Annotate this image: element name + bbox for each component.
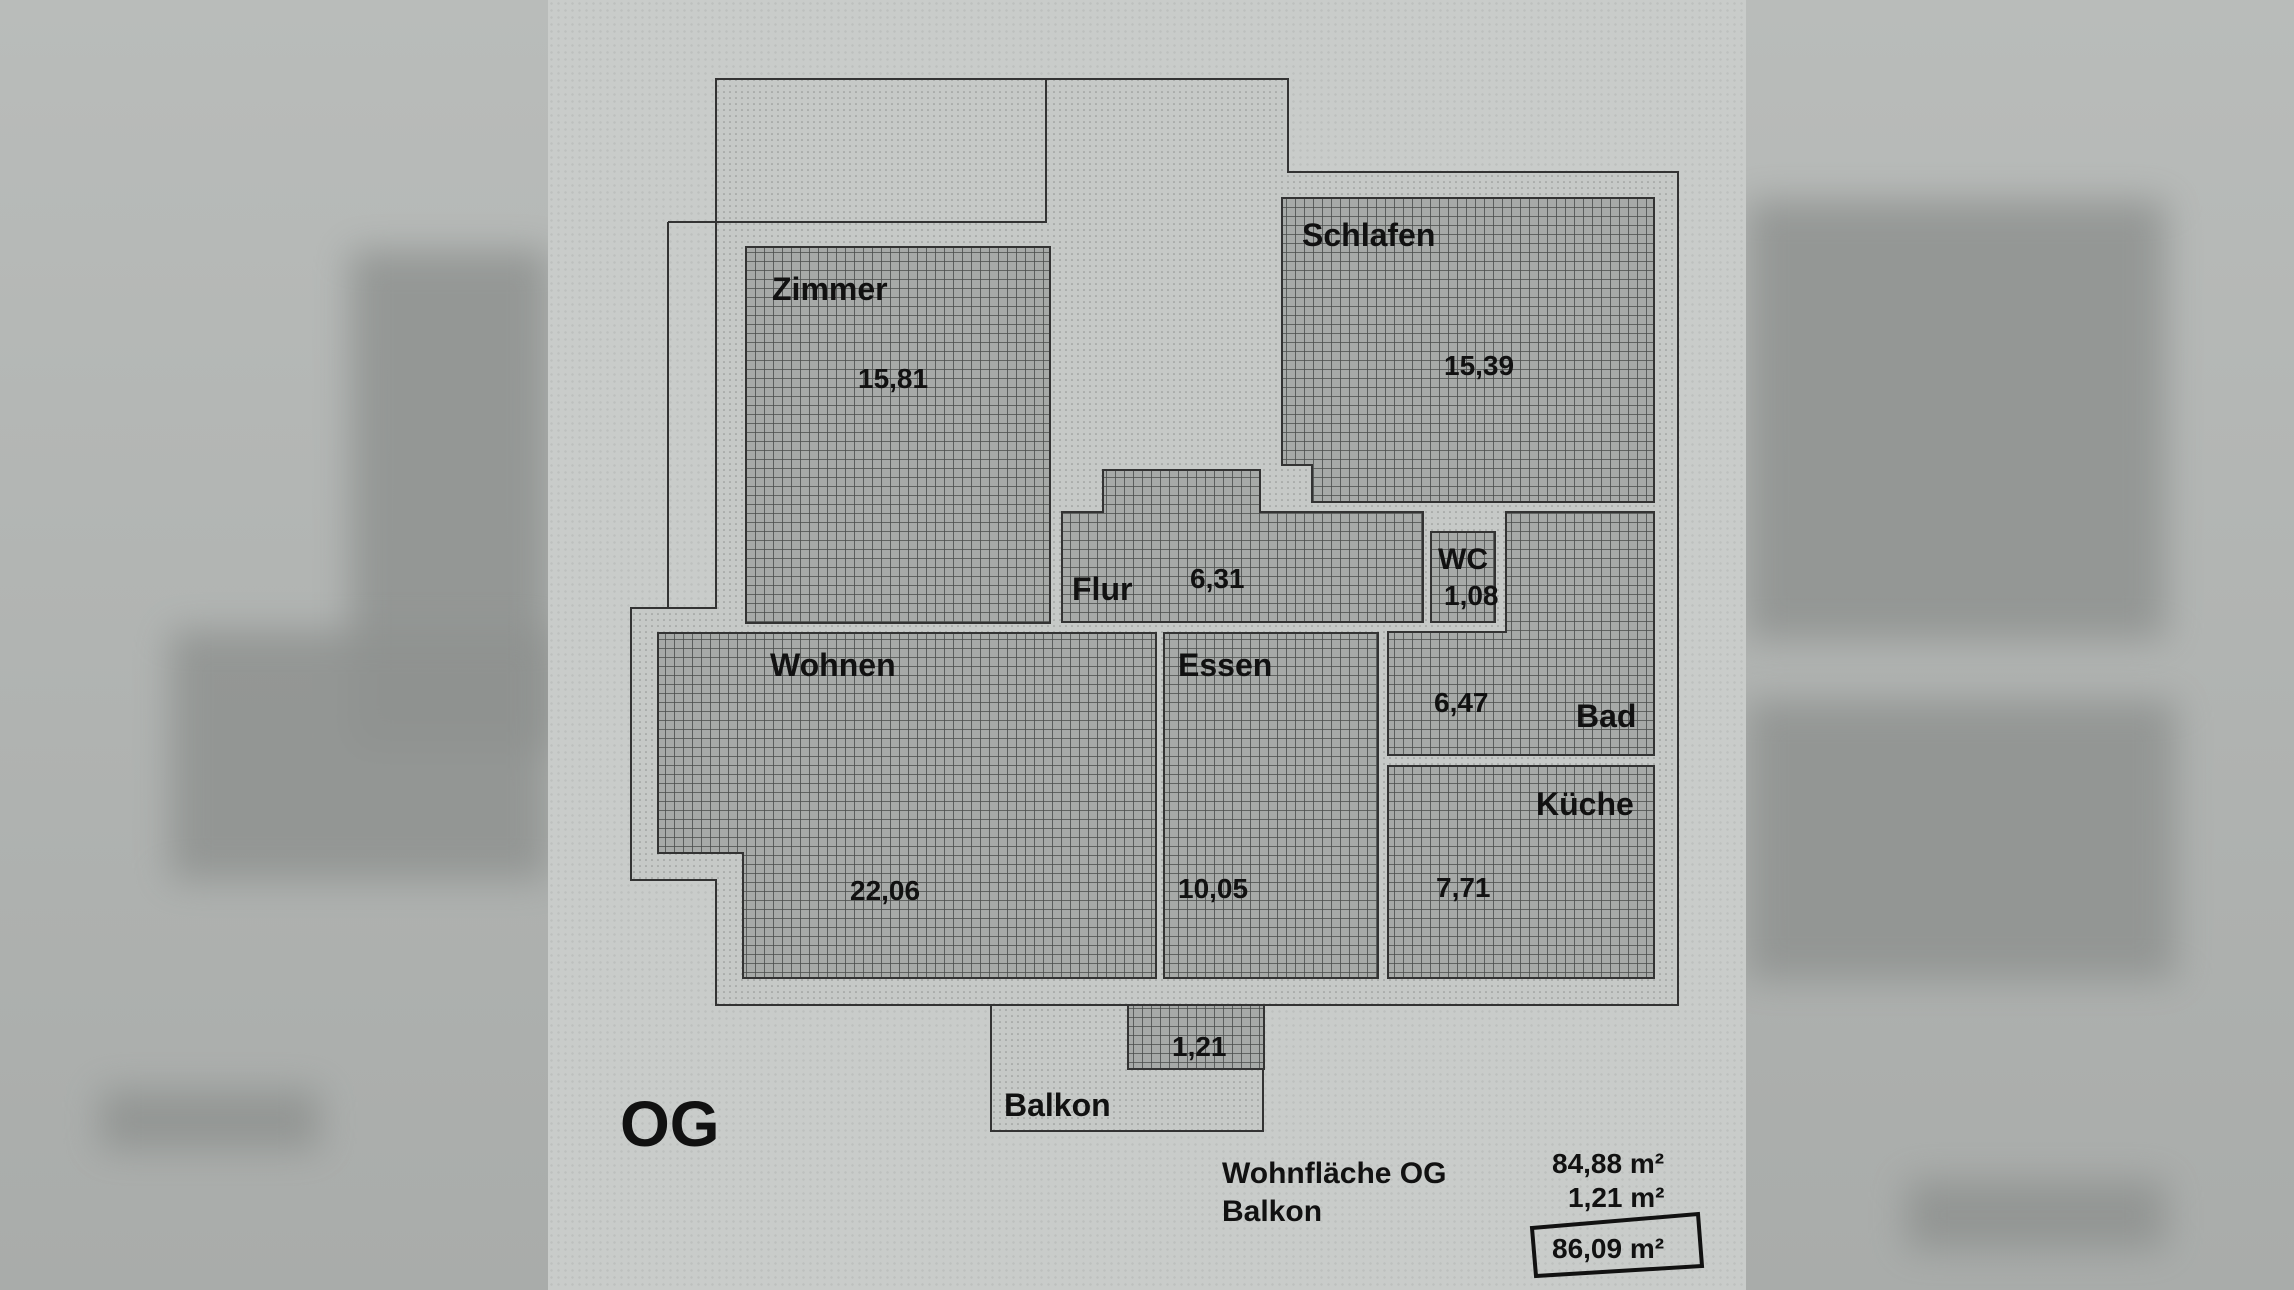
blurred-shape <box>1906 1180 2166 1250</box>
floor-plan: Zimmer 15,81 Schlafen 15,39 Flur 6,31 WC… <box>620 78 1705 1279</box>
room-bad <box>1387 511 1655 756</box>
blurred-background-left <box>0 0 550 1290</box>
room-flur <box>1061 469 1424 623</box>
room-kueche <box>1387 765 1655 979</box>
summary-wohnflaeche-label: Wohnfläche OG <box>1222 1157 1446 1190</box>
room-name-balkon: Balkon <box>1004 1087 1111 1123</box>
room-name-schlafen: Schlafen <box>1302 217 1435 253</box>
floor-plan-paper: Zimmer 15,81 Schlafen 15,39 Flur 6,31 WC… <box>548 0 1746 1290</box>
building-outline-upper-left <box>631 79 1047 609</box>
room-wc <box>1430 531 1496 623</box>
room-name-wohnen: Wohnen <box>770 647 896 683</box>
blurred-shape <box>1746 700 2176 980</box>
room-wohnen <box>657 632 1157 979</box>
room-balkon-hatch <box>1127 1004 1265 1070</box>
room-zimmer <box>745 246 1051 624</box>
blurred-shape <box>100 1090 320 1150</box>
room-area-schlafen: 15,39 <box>1444 350 1514 381</box>
summary-total-value: 86,09 m² <box>1552 1233 1664 1264</box>
room-area-kueche: 7,71 <box>1436 872 1491 903</box>
room-name-zimmer: Zimmer <box>772 271 888 307</box>
room-area-bad: 6,47 <box>1434 687 1489 718</box>
floor-label: OG <box>620 1088 720 1160</box>
room-area-zimmer: 15,81 <box>858 363 928 394</box>
room-essen <box>1163 632 1379 979</box>
summary-balkon-value: 1,21 m² <box>1568 1182 1665 1213</box>
summary-total-box <box>1529 1211 1705 1279</box>
blurred-shape <box>170 630 550 880</box>
room-name-essen: Essen <box>1178 647 1272 683</box>
room-name-flur: Flur <box>1072 571 1132 607</box>
summary-wohnflaeche-value: 84,88 m² <box>1552 1148 1664 1179</box>
blurred-shape <box>1746 200 2166 640</box>
room-area-balkon: 1,21 <box>1172 1031 1227 1062</box>
summary-balkon-label: Balkon <box>1222 1195 1322 1228</box>
room-name-bad: Bad <box>1576 698 1636 734</box>
room-name-wc: WC <box>1438 543 1488 576</box>
room-area-essen: 10,05 <box>1178 873 1248 904</box>
room-schlafen <box>1281 197 1655 503</box>
room-area-flur: 6,31 <box>1190 563 1245 594</box>
blurred-background-right <box>1746 0 2294 1290</box>
room-area-wohnen: 22,06 <box>850 875 920 906</box>
room-name-kueche: Küche <box>1536 786 1634 822</box>
room-area-wc: 1,08 <box>1444 580 1499 611</box>
